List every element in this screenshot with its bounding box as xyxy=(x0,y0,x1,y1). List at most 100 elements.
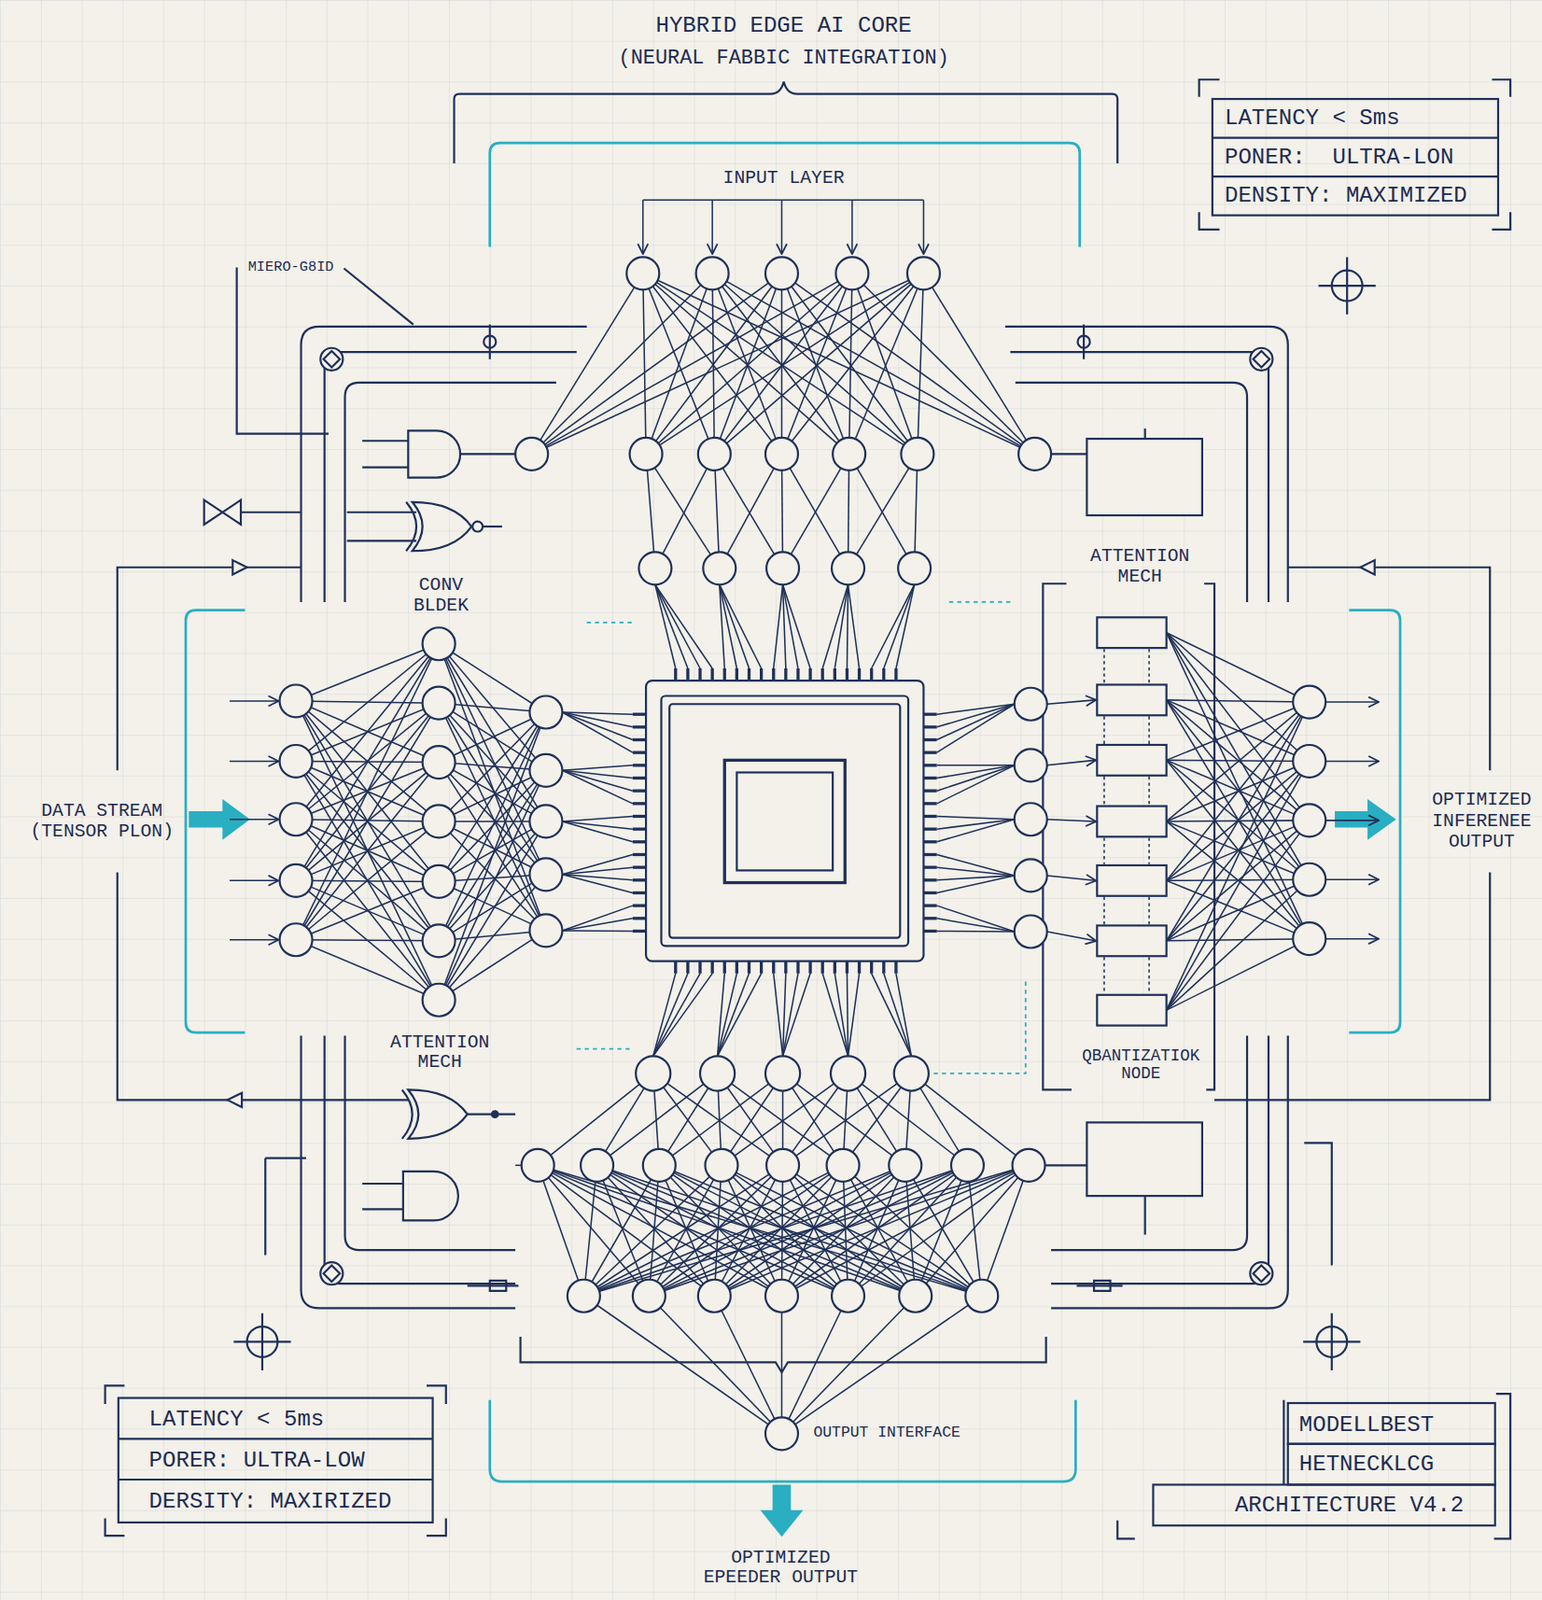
neuron-node xyxy=(1018,437,1052,471)
chip-pin xyxy=(784,668,787,681)
neural-link xyxy=(834,973,848,1057)
circuit-frame xyxy=(1051,1036,1248,1251)
subtitle: (NEURAL FABBIC INTEGRATION) xyxy=(618,45,950,70)
neuron-node xyxy=(888,1149,922,1182)
chip-pin xyxy=(771,961,775,974)
neuron-node xyxy=(280,744,313,778)
neural-link xyxy=(561,712,632,753)
neuron-node xyxy=(765,1416,799,1450)
processor-chip xyxy=(669,703,900,938)
neuron-node xyxy=(632,1279,666,1313)
output-arrow xyxy=(1325,878,1378,881)
chip-pin xyxy=(923,878,937,882)
neural-link xyxy=(1166,820,1310,941)
processor-chip xyxy=(645,680,924,962)
circuit-frame xyxy=(1045,1163,1088,1166)
attention-cell xyxy=(1096,684,1166,715)
neural-link xyxy=(849,273,853,454)
logic-gate xyxy=(1359,560,1374,575)
neural-link xyxy=(537,1164,584,1296)
chip-pin xyxy=(632,776,646,780)
neural-link xyxy=(937,703,1015,728)
neural-link xyxy=(917,273,925,454)
neural-link xyxy=(295,939,439,1000)
table-cell: LATENCY < Sms xyxy=(1224,105,1401,132)
chip-pin xyxy=(686,961,689,974)
neural-link xyxy=(896,973,912,1057)
chip-pin xyxy=(759,668,763,681)
chip-pin xyxy=(923,916,937,920)
circuit-frame xyxy=(301,326,588,603)
register-box xyxy=(1086,438,1203,516)
neural-link xyxy=(781,273,852,454)
neuron-node xyxy=(1014,858,1048,892)
chip-pin xyxy=(723,668,727,681)
neural-link xyxy=(229,199,1378,1434)
circuit-frame xyxy=(1214,872,1490,1101)
chip-pin xyxy=(673,668,677,681)
circuit-frame xyxy=(1051,452,1087,455)
chip-pin xyxy=(923,814,937,818)
neuron-node xyxy=(529,804,562,838)
neural-link xyxy=(561,929,632,932)
neural-link xyxy=(1166,632,1310,940)
attention-cell xyxy=(1096,806,1166,838)
neural-link xyxy=(1166,760,1310,940)
spec-table xyxy=(1199,79,1511,230)
neural-link xyxy=(532,273,714,454)
chip-pin xyxy=(882,668,885,681)
dotted-signal xyxy=(1103,776,1106,806)
chip-pin xyxy=(808,961,812,974)
table-cell: LATENCY < 5ms xyxy=(149,1406,325,1433)
attention-cell xyxy=(1096,616,1166,648)
logic-gate xyxy=(227,1093,242,1108)
neural-link xyxy=(1166,939,1310,1011)
logic-gate xyxy=(347,539,417,542)
logic-gate xyxy=(204,430,1375,1220)
neuron-node xyxy=(422,804,456,838)
neural-link xyxy=(295,880,439,1000)
marker-symbol xyxy=(1249,348,1273,371)
neuron-node xyxy=(422,627,456,660)
circuit-frame xyxy=(520,1336,1047,1373)
neural-link xyxy=(648,1295,782,1434)
attention-cell xyxy=(1096,925,1166,956)
neuron-node xyxy=(700,1055,735,1091)
attention-cell xyxy=(1096,995,1166,1026)
chip-pin xyxy=(869,961,873,974)
neural-link xyxy=(717,973,762,1057)
circuit-frame xyxy=(454,81,1119,163)
chip-pin xyxy=(698,668,701,681)
neural-link xyxy=(645,273,853,454)
output-arrow xyxy=(1325,760,1378,763)
neural-link xyxy=(643,273,1036,454)
spec-table xyxy=(118,1398,434,1523)
input-arrow xyxy=(229,700,278,702)
marker-symbol xyxy=(233,256,1375,1371)
neural-link xyxy=(643,273,715,454)
chip-pin xyxy=(632,751,646,755)
neural-link xyxy=(712,273,850,454)
circuit-frame xyxy=(1303,1142,1332,1265)
chip-pin xyxy=(923,866,937,870)
neural-link xyxy=(561,712,632,741)
neural-link xyxy=(561,815,632,821)
neuron-node xyxy=(280,864,313,898)
spec-table xyxy=(105,79,1512,1539)
neural-link xyxy=(583,1164,1029,1296)
neural-link xyxy=(781,453,848,568)
neuron-node xyxy=(280,802,313,836)
neural-link xyxy=(583,1295,782,1434)
chip-pin xyxy=(632,801,646,805)
neural-link xyxy=(783,973,812,1057)
neural-link xyxy=(537,1164,848,1296)
dotted-signal xyxy=(1148,956,1150,994)
neural-link xyxy=(1166,700,1310,821)
neuron-node xyxy=(521,1149,555,1182)
neural-link xyxy=(852,273,1036,454)
neural-link xyxy=(871,973,912,1057)
chip-pin xyxy=(686,668,689,681)
neural-link xyxy=(846,584,848,669)
processor-chip xyxy=(660,696,909,947)
spec-table xyxy=(105,1385,447,1536)
